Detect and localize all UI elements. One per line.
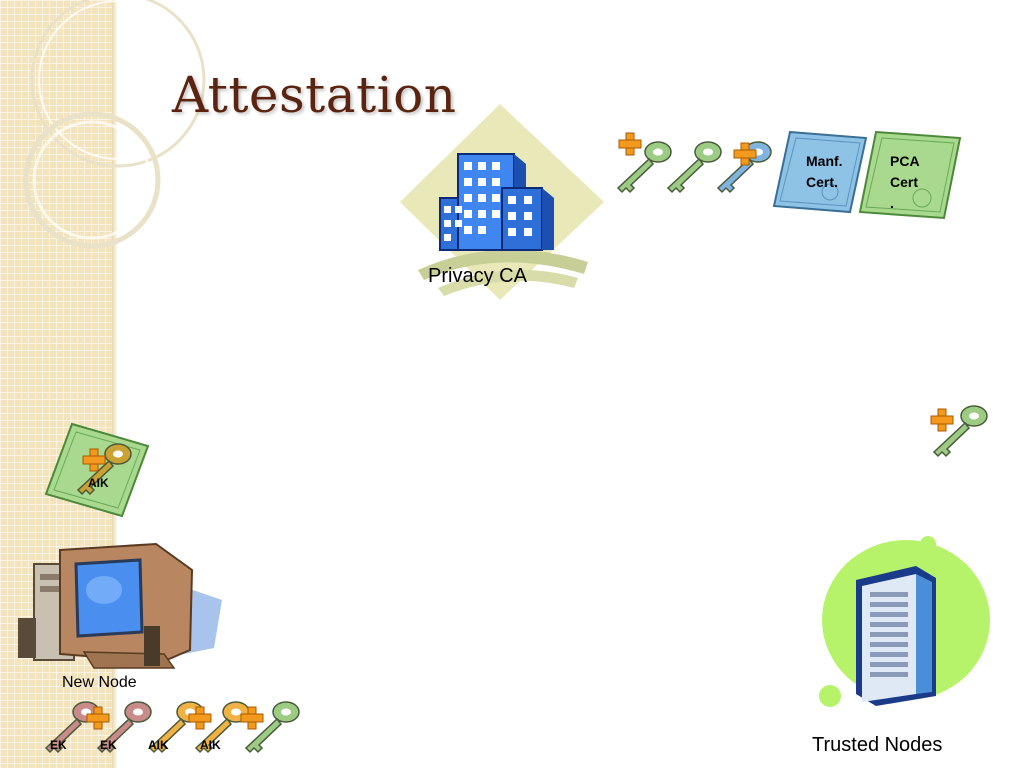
server-icon — [819, 536, 990, 707]
decorative-circles — [23, 0, 206, 249]
manf-cert-label: Manf. Cert. — [806, 153, 843, 190]
new-node-label: New Node — [62, 674, 137, 691]
aik-key-icon — [930, 405, 988, 457]
aik-key-label-2: AIK — [200, 738, 221, 752]
ek-key-label-2: EK — [100, 738, 117, 752]
aik-cert-label: AIK — [88, 476, 109, 490]
aik-cert-icon — [44, 422, 150, 518]
key-icon — [667, 141, 722, 193]
privacy-ca-building-icon — [400, 104, 604, 300]
pca-cert-icon — [858, 130, 962, 220]
manf-cert-icon — [772, 130, 868, 214]
plus-icon — [733, 142, 757, 166]
ek-key-label-1: EK — [50, 738, 67, 752]
trusted-nodes-label: Trusted Nodes — [812, 734, 943, 756]
aik-key-label-1: AIK — [148, 738, 169, 752]
new-node-keys — [45, 701, 300, 753]
computer-icon — [18, 542, 222, 669]
plus-icon — [618, 132, 642, 156]
privacy-ca-label: Privacy CA — [428, 265, 527, 287]
privacy-ca-keys — [617, 132, 772, 193]
pca-cert-label: PCA Cert . — [890, 153, 920, 211]
slide-title: Attestation — [172, 66, 457, 124]
sidebar-edge — [112, 0, 118, 768]
